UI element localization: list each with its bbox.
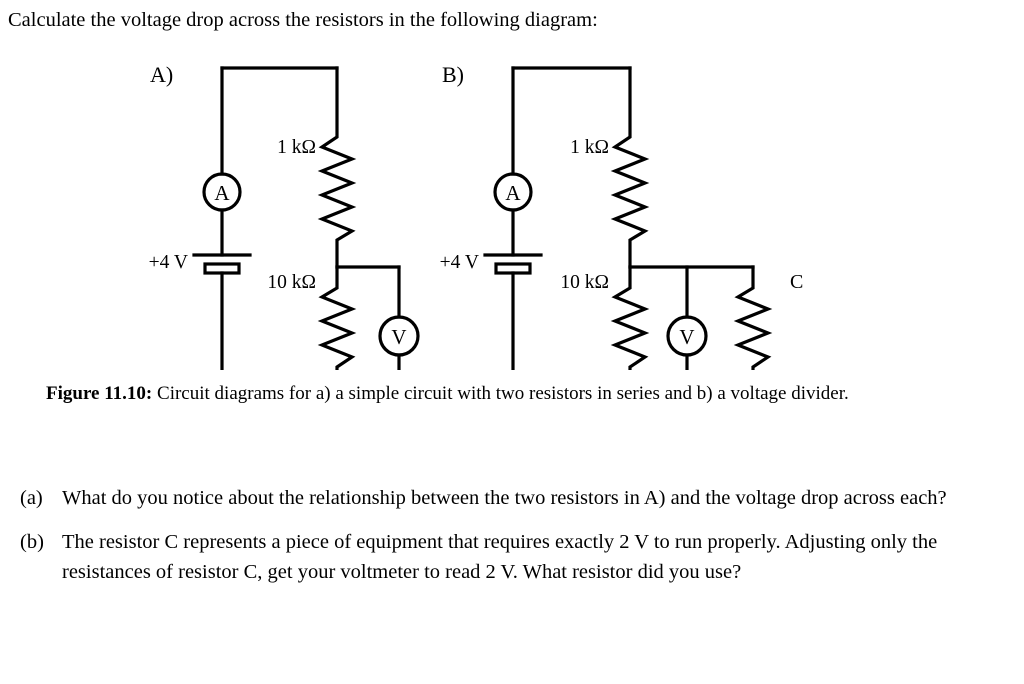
- question-item-b: (b) The resistor C represents a piece of…: [20, 527, 1020, 587]
- circuit-a: [192, 66, 420, 370]
- question-a-text: What do you notice about the relationshi…: [62, 487, 947, 509]
- figure-caption-text: Circuit diagrams for a) a simple circuit…: [152, 383, 849, 404]
- panel-b-ammeter-label: A: [505, 181, 521, 205]
- circuit-b-resistor-10k-symbol: [610, 265, 650, 370]
- panel-b-resistor-1k-label: 1 kΩ: [570, 137, 609, 158]
- circuit-figure: A) A +4 V 1 kΩ 10 kΩ V B) A +4 V 1 kΩ 10…: [0, 55, 1024, 370]
- question-b-marker: (b): [20, 531, 44, 553]
- page-title: Calculate the voltage drop across the re…: [8, 9, 598, 31]
- panel-b-resistor-10k-label: 10 kΩ: [560, 272, 609, 293]
- panel-a-label: A): [150, 62, 173, 87]
- circuit-diagrams-svg: A) A +4 V 1 kΩ 10 kΩ V B) A +4 V 1 kΩ 10…: [149, 62, 803, 370]
- figure-caption-label: Figure 11.10:: [46, 383, 153, 404]
- panel-b-label: B): [442, 62, 464, 87]
- panel-a-voltmeter-label: V: [391, 325, 406, 349]
- circuit-b: [483, 66, 773, 370]
- question-b-text: The resistor C represents a piece of equ…: [62, 531, 938, 583]
- panel-a-resistor-10k-label: 10 kΩ: [267, 272, 316, 293]
- question-item-a: (a) What do you notice about the relatio…: [20, 483, 1020, 513]
- panel-b-source-label: +4 V: [440, 252, 479, 273]
- figure-caption: Figure 11.10: Circuit diagrams for a) a …: [46, 380, 946, 407]
- panel-b-resistor-c-label: C: [790, 271, 803, 293]
- panel-a-resistor-1k-label: 1 kΩ: [277, 137, 316, 158]
- panel-a-ammeter-label: A: [214, 181, 230, 205]
- circuit-a-resistor-1k-symbol: [317, 66, 357, 269]
- panel-a-source-label: +4 V: [149, 252, 188, 273]
- circuit-b-resistor-1k-symbol: [610, 66, 650, 269]
- circuit-a-resistor-10k-symbol: [317, 265, 357, 370]
- question-list: (a) What do you notice about the relatio…: [20, 483, 1020, 601]
- panel-b-voltmeter-label: V: [679, 325, 694, 349]
- question-a-marker: (a): [20, 487, 43, 509]
- circuit-b-resistor-c-symbol: [733, 265, 773, 370]
